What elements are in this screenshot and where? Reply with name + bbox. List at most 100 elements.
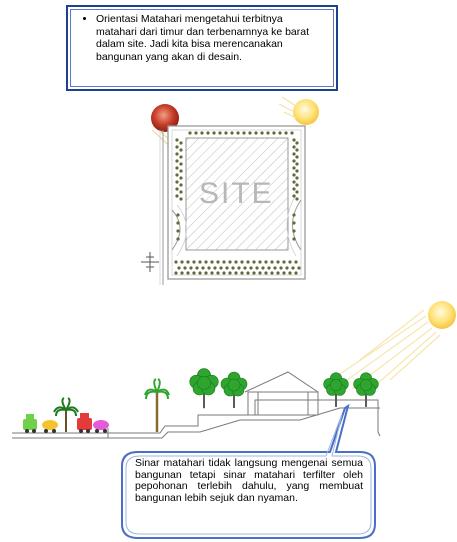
ground-section	[12, 371, 381, 439]
tree-dot	[292, 145, 296, 149]
tree-icon	[353, 372, 379, 407]
tree-dot	[207, 266, 211, 270]
palm-tree-icon	[144, 378, 170, 432]
tree-dot	[175, 166, 179, 170]
tree-dot	[188, 131, 192, 135]
tree-dot	[292, 173, 296, 177]
car-icon	[23, 414, 37, 433]
tree-dot	[225, 266, 229, 270]
tree-dot	[276, 260, 280, 264]
tree-dot	[179, 190, 183, 194]
tree-dot	[179, 197, 183, 201]
tree-dot	[295, 155, 299, 159]
tree-dot	[176, 229, 180, 233]
section-sun-icon	[333, 301, 456, 393]
tree-dot	[179, 183, 183, 187]
tree-dot	[285, 266, 289, 270]
tree-dot	[255, 266, 259, 270]
tree-dot	[186, 260, 190, 264]
tree-dot	[276, 271, 280, 275]
tree-dot	[240, 271, 244, 275]
tree-dot	[294, 260, 298, 264]
tree-dot	[212, 131, 216, 135]
tree-dot	[186, 271, 190, 275]
tree-dot	[292, 237, 296, 241]
tree-dot	[292, 159, 296, 163]
tree-dot	[258, 271, 262, 275]
tree-dot	[292, 194, 296, 198]
tree-dot	[261, 266, 265, 270]
tree-dot	[183, 266, 187, 270]
tree-dot	[278, 131, 282, 135]
tree-dot	[175, 138, 179, 142]
tree-dot	[198, 260, 202, 264]
tree-dot	[179, 176, 183, 180]
sunset-sun-icon	[278, 96, 319, 125]
tree-dot	[175, 159, 179, 163]
tree-dot	[290, 131, 294, 135]
tree-dot	[210, 260, 214, 264]
tree-dot	[174, 271, 178, 275]
tree-dot	[291, 266, 295, 270]
tree-dot	[288, 271, 292, 275]
tree-dot	[295, 148, 299, 152]
tree-dot	[284, 131, 288, 135]
tree-dot	[195, 266, 199, 270]
tree-dot	[292, 213, 296, 217]
tree-dot	[179, 141, 183, 145]
tree-dot	[216, 260, 220, 264]
tree-dot	[189, 266, 193, 270]
tree-dot	[222, 271, 226, 275]
tree-dot	[292, 166, 296, 170]
tree-dot	[237, 266, 241, 270]
tree-dot	[248, 131, 252, 135]
tree-dot	[243, 266, 247, 270]
tree-dot	[175, 187, 179, 191]
tree-dot	[273, 266, 277, 270]
tree-dot	[292, 221, 296, 225]
car-icon	[77, 413, 92, 433]
tree-dot	[279, 266, 283, 270]
tree-dot	[264, 260, 268, 264]
site-plan	[141, 125, 306, 285]
tree-dot	[246, 271, 250, 275]
tree-dot	[228, 271, 232, 275]
tree-dot	[201, 266, 205, 270]
tree-dot	[295, 183, 299, 187]
tree-dot	[295, 162, 299, 166]
tree-dot	[292, 180, 296, 184]
tree-dot	[242, 131, 246, 135]
tree-dot	[180, 260, 184, 264]
tree-dot	[292, 229, 296, 233]
tree-dot	[179, 148, 183, 152]
tree-dot	[295, 176, 299, 180]
tree-dot	[266, 131, 270, 135]
tree-icon	[220, 371, 248, 408]
tree-dot	[179, 169, 183, 173]
tree-dot	[222, 260, 226, 264]
tree-dot	[200, 131, 204, 135]
tree-dot	[231, 266, 235, 270]
sunlight-note-text: Sinar matahari tidak langsung mengenai s…	[135, 457, 363, 504]
tree-dot	[288, 260, 292, 264]
tree-dot	[175, 145, 179, 149]
car-icon	[42, 420, 58, 433]
tree-dot	[264, 271, 268, 275]
site-label: SITE	[199, 177, 274, 210]
tree-dot	[176, 213, 180, 217]
tree-dot	[192, 271, 196, 275]
tree-dot	[270, 271, 274, 275]
tree-dot	[297, 266, 301, 270]
tree-dot	[240, 260, 244, 264]
tree-dot	[292, 187, 296, 191]
tree-dot	[234, 271, 238, 275]
tree-dot	[270, 260, 274, 264]
tree-dot	[174, 260, 178, 264]
tree-dot	[179, 155, 183, 159]
callout-bubble	[121, 403, 376, 539]
tree-dot	[176, 237, 180, 241]
tree-dot	[295, 197, 299, 201]
tree-dot	[272, 131, 276, 135]
tree-dot	[180, 271, 184, 275]
